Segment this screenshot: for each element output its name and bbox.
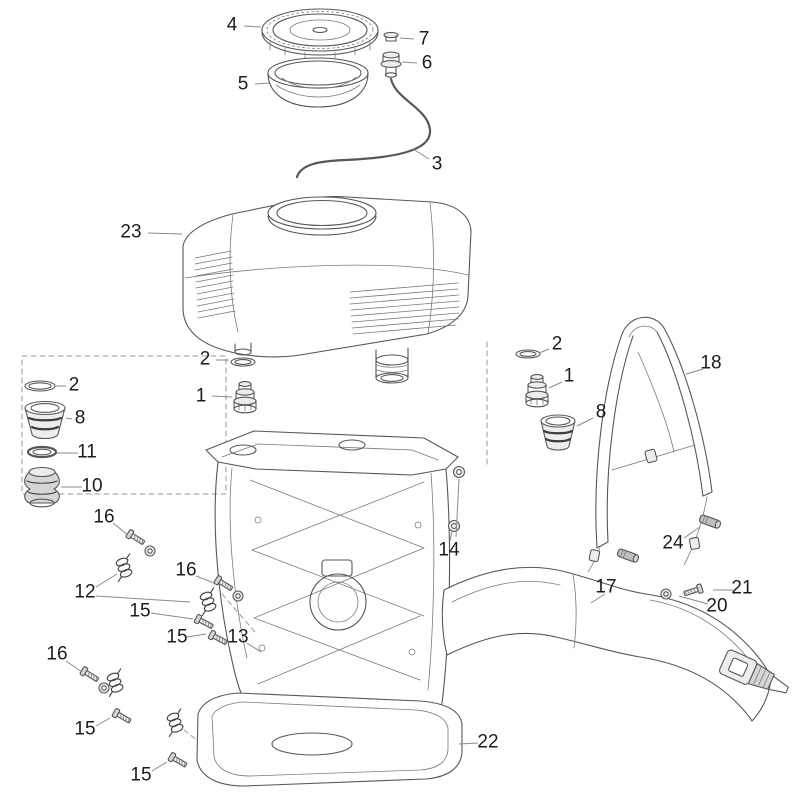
callout-label-16: 16 xyxy=(46,643,68,665)
callout-label-6: 6 xyxy=(421,52,433,74)
strainer-cone-right-drawing xyxy=(540,414,576,451)
o-ring-drawing xyxy=(26,445,58,459)
callout-label-15: 15 xyxy=(74,718,96,740)
waist-belt-drawing xyxy=(441,566,789,722)
belt-buckle-drawing xyxy=(718,649,789,694)
harness-drawing xyxy=(587,316,713,573)
callout-label-11: 11 xyxy=(77,441,97,463)
callout-label-3: 3 xyxy=(431,153,443,175)
callout-label-16: 16 xyxy=(93,506,115,528)
outlet-fitting-left-drawing xyxy=(233,381,257,414)
callout-label-18: 18 xyxy=(700,352,722,374)
valve-fitting-drawing xyxy=(380,51,402,78)
strainer-cone-far-left-drawing xyxy=(24,400,66,440)
outlet-fitting-right-drawing xyxy=(525,374,549,408)
callout-label-13: 13 xyxy=(227,626,249,648)
callout-label-15: 15 xyxy=(129,600,151,622)
callout-label-15: 15 xyxy=(130,764,152,786)
callout-label-8: 8 xyxy=(595,401,607,423)
callout-label-5: 5 xyxy=(237,73,249,95)
tank-drawing xyxy=(182,196,472,384)
callout-label-23: 23 xyxy=(120,221,142,243)
filter-basket-drawing xyxy=(267,57,369,108)
callout-label-4: 4 xyxy=(226,14,238,36)
callout-label-8: 8 xyxy=(74,407,86,429)
callout-label-16: 16 xyxy=(175,559,197,581)
callout-label-15: 15 xyxy=(166,626,188,648)
callout-label-1: 1 xyxy=(195,385,207,407)
bellows-drawing xyxy=(24,466,60,508)
callout-label-10: 10 xyxy=(81,475,103,497)
seal-ring-far-left-drawing xyxy=(24,380,56,392)
callout-label-22: 22 xyxy=(477,731,499,753)
callout-label-17: 17 xyxy=(595,576,617,598)
outlet-seal-right-drawing xyxy=(515,349,541,359)
callout-label-2: 2 xyxy=(199,348,211,370)
callout-label-20: 20 xyxy=(706,595,728,617)
callout-label-7: 7 xyxy=(418,28,430,50)
callout-label-2: 2 xyxy=(551,333,563,355)
tank-cap-drawing xyxy=(261,8,379,59)
callout-label-21: 21 xyxy=(731,577,753,599)
callout-label-14: 14 xyxy=(438,539,460,561)
frame-drawing xyxy=(196,430,463,787)
hose-drawing xyxy=(295,77,432,179)
callout-label-12: 12 xyxy=(74,581,96,603)
outlet-seal-left-drawing xyxy=(230,357,256,367)
callout-label-24: 24 xyxy=(662,532,684,554)
vent-clip-drawing xyxy=(383,31,399,42)
callout-label-2: 2 xyxy=(68,374,80,396)
callout-label-1: 1 xyxy=(563,365,575,387)
